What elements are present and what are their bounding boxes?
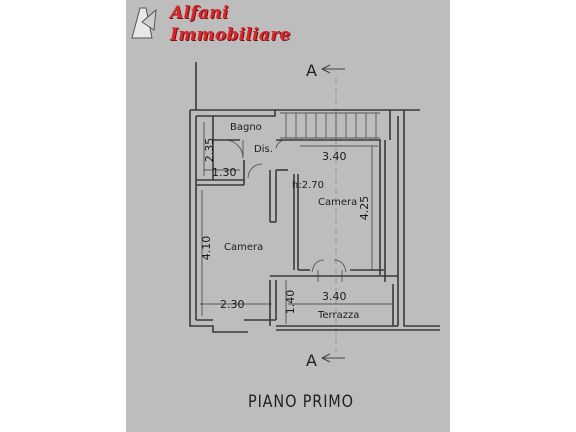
drawing-sheet xyxy=(126,0,450,432)
logo-mark-icon xyxy=(131,7,157,39)
room-label-dis: Dis. xyxy=(254,144,273,155)
dim-bagno-height: 2.35 xyxy=(203,138,216,163)
logo-line-1: Alfani xyxy=(170,3,229,23)
staircase xyxy=(280,112,380,139)
door-swings xyxy=(224,139,347,282)
room-label-terrazza: Terrazza xyxy=(317,310,359,321)
dim-terrazza-height: 1.40 xyxy=(284,290,297,315)
room-label-camera-left: Camera xyxy=(224,242,263,253)
walls xyxy=(189,62,440,333)
dimension-lines xyxy=(200,122,392,324)
dim-camera-right-height: 4.25 xyxy=(358,196,371,221)
room-label-bagno: Bagno xyxy=(230,122,262,133)
dim-terrazza-width: 3.40 xyxy=(322,290,347,303)
section-marker-top: A xyxy=(306,61,317,80)
logo-line-2: Immobiliare xyxy=(170,25,291,45)
dim-camera-left-height: 4.10 xyxy=(200,236,213,261)
section-marker-bottom: A xyxy=(306,351,317,370)
room-height-label: h:2.70 xyxy=(292,180,324,191)
dim-camera-right-width: 3.40 xyxy=(322,150,347,163)
room-label-camera-right: Camera xyxy=(318,197,357,208)
dim-camera-left-width: 2.30 xyxy=(220,298,245,311)
floor-title: PIANO PRIMO xyxy=(248,392,354,412)
company-logo-text: Alfani Immobiliare xyxy=(170,2,291,46)
dim-bagno-width: 1.30 xyxy=(212,166,237,179)
section-arrow-bottom xyxy=(321,353,345,363)
section-arrow-top xyxy=(321,64,345,74)
